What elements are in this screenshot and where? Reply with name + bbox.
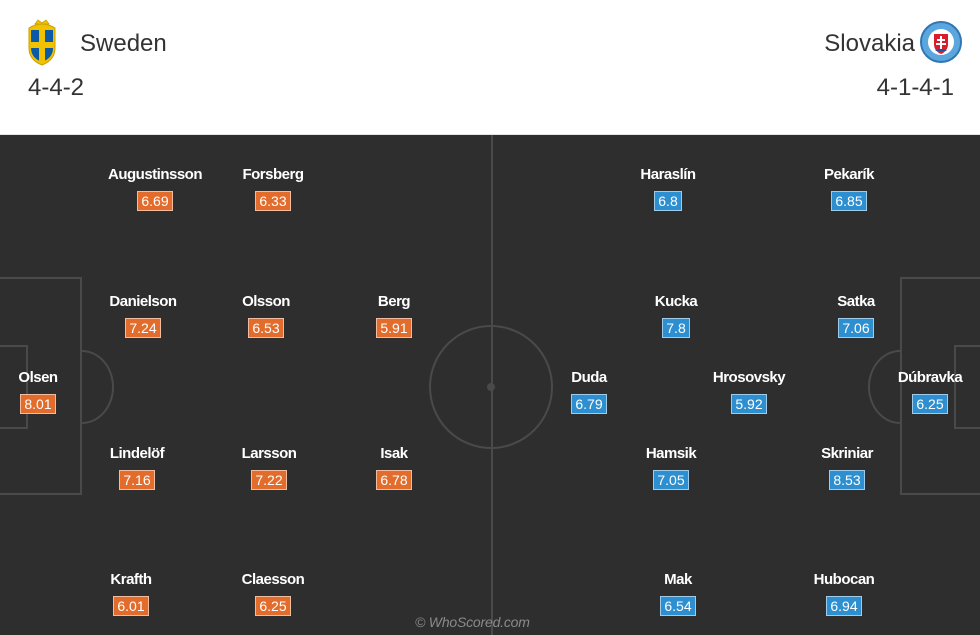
left-goal-box [0,345,28,429]
player-name[interactable]: Pekarík [824,166,874,183]
player-name[interactable]: Skriniar [821,445,873,462]
player-name[interactable]: Claesson [241,571,305,588]
player-rating: 6.69 [137,191,173,211]
player-card[interactable]: Pekarík 6.85 [779,166,919,211]
watermark: © WhoScored.com [415,614,530,630]
player-name[interactable]: Dúbravka [897,369,963,386]
player-name[interactable]: Kucka [654,293,698,310]
player-name[interactable]: Haraslín [640,166,696,183]
player-card[interactable]: Forsberg 6.33 [203,166,343,211]
player-card[interactable]: Hamsik 7.05 [601,445,741,490]
home-formation: 4-4-2 [28,74,85,101]
player-rating: 7.24 [125,318,161,338]
player-name[interactable]: Satka [837,293,875,310]
player-card[interactable]: Olsen 8.01 [0,369,108,414]
player-rating: 6.8 [654,191,682,211]
player-name[interactable]: Mak [664,571,692,588]
player-rating: 6.94 [826,596,862,616]
away-formation: 4-1-4-1 [876,74,954,101]
player-name[interactable]: Lindelöf [109,445,165,462]
sweden-crest-icon [28,19,56,66]
player-card[interactable]: Augustinsson 6.69 [85,166,225,211]
player-rating: 5.92 [731,394,767,414]
player-name[interactable]: Augustinsson [108,166,203,183]
player-card[interactable]: Olsson 6.53 [196,293,336,338]
player-card[interactable]: Skriniar 8.53 [777,445,917,490]
player-name[interactable]: Isak [380,445,408,462]
player-card[interactable]: Lindelöf 7.16 [67,445,207,490]
player-rating: 8.01 [20,394,56,414]
player-rating: 6.25 [255,596,291,616]
player-name[interactable]: Duda [571,369,607,386]
player-card[interactable]: Claesson 6.25 [203,571,343,616]
player-rating: 5.91 [376,318,412,338]
player-card[interactable]: Krafth 6.01 [61,571,201,616]
away-team-name[interactable]: Slovakia [824,30,915,57]
player-card[interactable]: Berg 5.91 [324,293,464,338]
player-rating: 8.53 [829,470,865,490]
pitch: Augustinsson 6.69 Forsberg 6.33 Danielso… [0,135,980,635]
home-team-name[interactable]: Sweden [80,30,167,57]
player-name[interactable]: Hubocan [813,571,875,588]
player-card[interactable]: Kucka 7.8 [606,293,746,338]
player-name[interactable]: Krafth [110,571,152,588]
player-name[interactable]: Berg [377,293,411,310]
center-circle [429,325,553,449]
player-card[interactable]: Hrosovsky 5.92 [679,369,819,414]
player-rating: 6.53 [248,318,284,338]
player-name[interactable]: Larsson [241,445,297,462]
player-rating: 6.33 [255,191,291,211]
left-penalty-box [0,277,82,495]
player-card[interactable]: Isak 6.78 [324,445,464,490]
player-rating: 6.54 [660,596,696,616]
player-rating: 7.06 [838,318,874,338]
player-card[interactable]: Haraslín 6.8 [598,166,738,211]
player-rating: 7.8 [662,318,690,338]
player-card[interactable]: Larsson 7.22 [199,445,339,490]
right-penalty-box [900,277,980,495]
player-name[interactable]: Olsson [242,293,290,310]
player-card[interactable]: Dúbravka 6.25 [860,369,980,414]
player-rating: 6.78 [376,470,412,490]
player-rating: 7.16 [119,470,155,490]
player-card[interactable]: Hubocan 6.94 [774,571,914,616]
player-rating: 6.25 [912,394,948,414]
player-rating: 7.22 [251,470,287,490]
player-name[interactable]: Danielson [109,293,177,310]
player-rating: 6.79 [571,394,607,414]
player-name[interactable]: Hamsik [645,445,697,462]
player-name[interactable]: Olsen [18,369,58,386]
player-card[interactable]: Danielson 7.24 [73,293,213,338]
center-spot [487,383,495,391]
right-goal-box [954,345,980,429]
match-header: Sweden 4-4-2 Slovakia 4-1-4-1 [0,0,980,135]
player-name[interactable]: Hrosovsky [712,369,786,386]
player-rating: 6.85 [831,191,867,211]
slovakia-crest-icon [920,21,962,63]
player-rating: 6.01 [113,596,149,616]
player-rating: 7.05 [653,470,689,490]
player-card[interactable]: Duda 6.79 [519,369,659,414]
player-card[interactable]: Mak 6.54 [608,571,748,616]
player-card[interactable]: Satka 7.06 [786,293,926,338]
player-name[interactable]: Forsberg [242,166,304,183]
